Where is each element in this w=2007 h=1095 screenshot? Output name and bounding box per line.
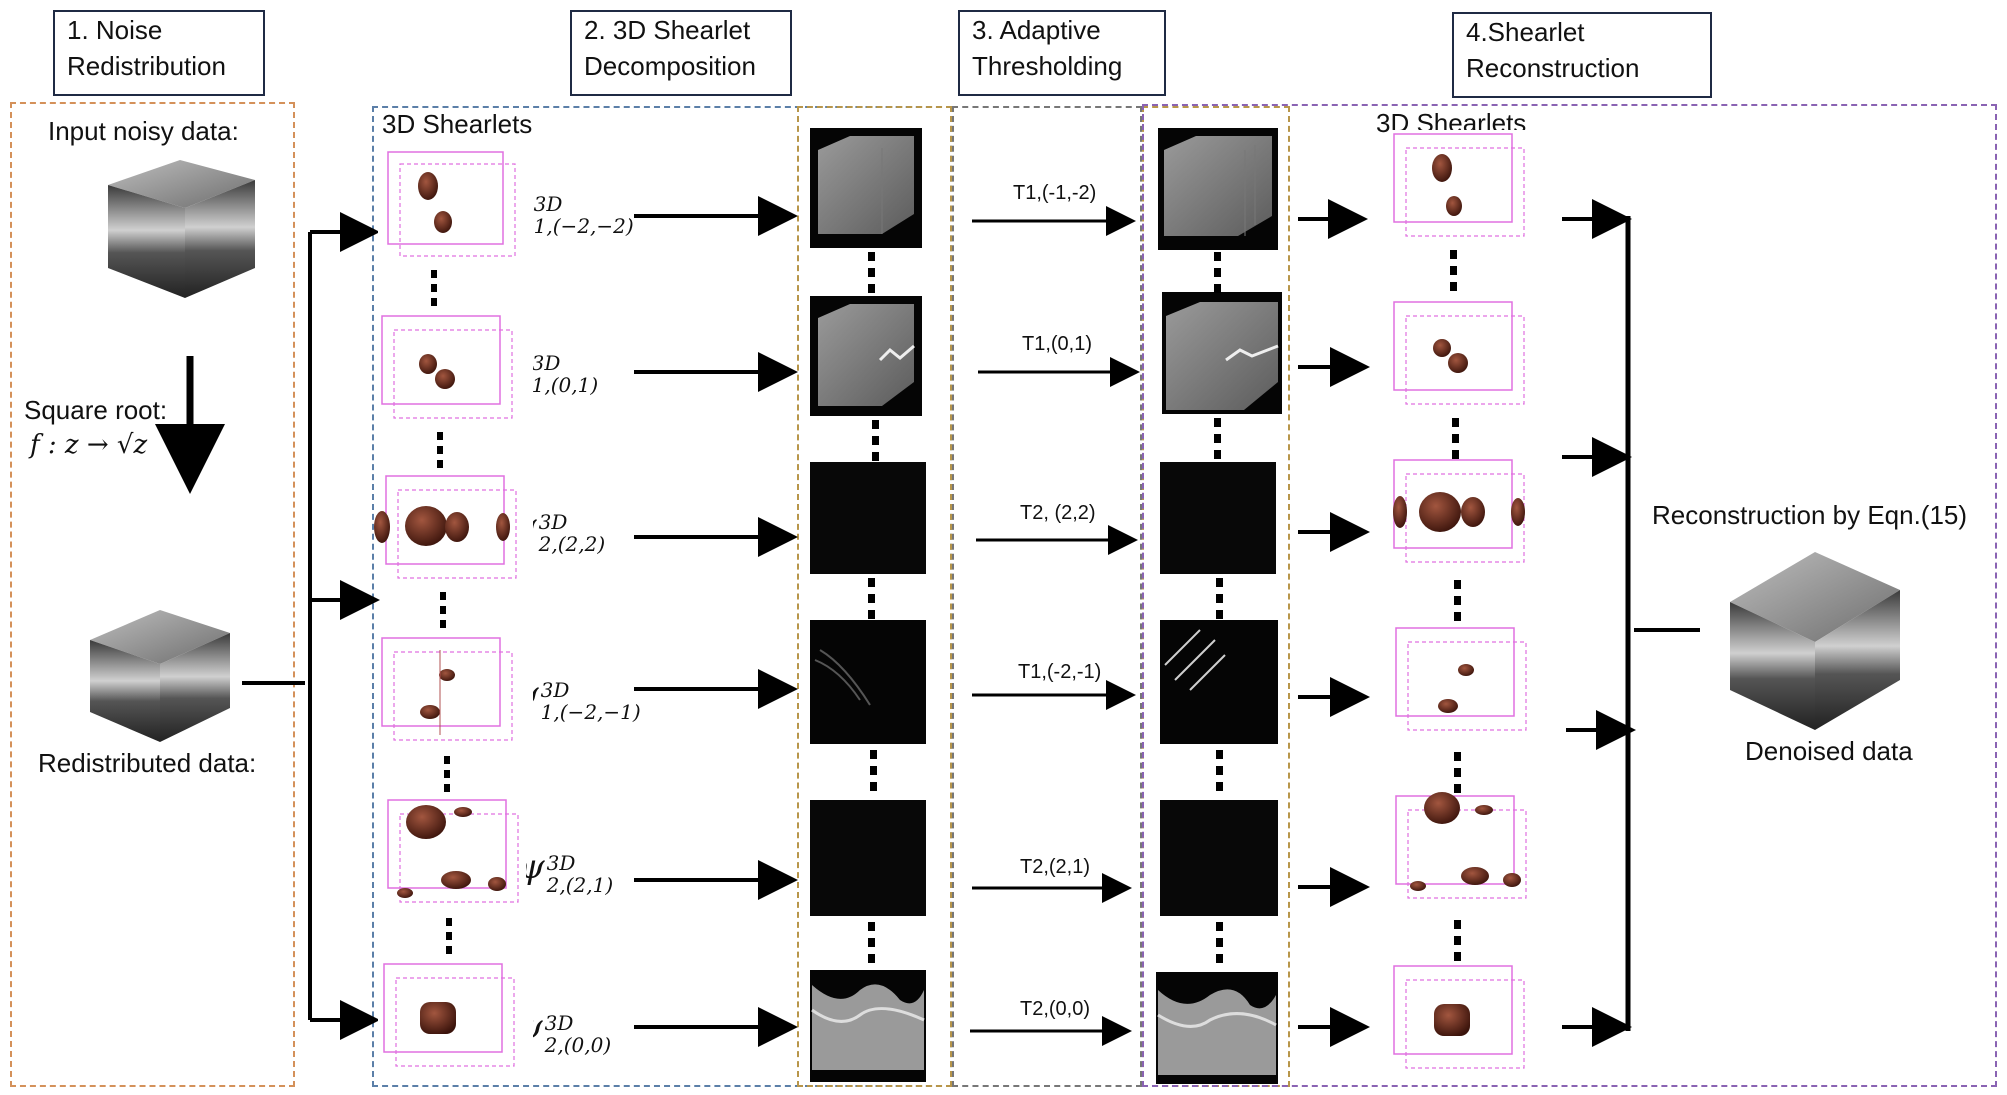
thresholded-image-4: [1160, 620, 1278, 744]
shearlet-box-left-5: [384, 794, 526, 912]
thresholded-image-5: [1160, 800, 1278, 916]
thresholding-arrows: [970, 206, 1140, 1046]
thresholded-dots: [1214, 252, 1223, 963]
thresholded-image-3: [1160, 462, 1276, 574]
threshold-label-5: T2,(2,1): [1020, 856, 1091, 878]
shearlet-box-right-5: [1392, 790, 1542, 910]
shearlet-box-left-6: [378, 960, 533, 1078]
redistributed-cube: [90, 610, 230, 742]
shearlet-box-left-2: [378, 312, 533, 430]
stage-shearlet-reconstruction: 4.Shearlet Reconstruction: [1452, 12, 1712, 98]
reconstruction-arrows: [1298, 199, 1370, 1047]
noise-section-box: [10, 102, 295, 1087]
square-root-label: Square root:: [24, 395, 168, 425]
thresholded-image-1: [1158, 128, 1278, 250]
threshold-label-2: T1,(0,1): [1022, 333, 1093, 355]
threshold-label-3: T2, (2,2): [1020, 502, 1096, 524]
merge-arrows: [1562, 199, 1700, 1047]
stage-shearlet-decomposition: 2. 3D Shearlet Decomposition: [570, 10, 792, 96]
sqrt-formula: f : z → √z: [30, 430, 148, 460]
decomposition-arrows: [634, 196, 798, 1047]
coefficient-image-6: [810, 970, 926, 1082]
thresholding-section-box: [952, 106, 1142, 1087]
coefficient-image-3: [810, 462, 926, 574]
denoised-data-label: Denoised data: [1745, 736, 1913, 766]
shearlet-box-right-4: [1392, 624, 1542, 748]
redistributed-data-label: Redistributed data:: [38, 748, 257, 778]
shearlet-box-left-1: [378, 148, 533, 266]
stage-adaptive-thresholding: 3. Adaptive Thresholding: [958, 10, 1166, 96]
shearlet-box-right-6: [1390, 962, 1540, 1080]
shearlets-left-title: 3D Shearlets: [382, 109, 533, 139]
shearlet-box-left-4: [378, 634, 533, 752]
threshold-label-1: T1,(-1,-2): [1013, 182, 1097, 204]
left-shearlet-dots: [431, 270, 452, 954]
shearlet-box-left-3: [374, 470, 533, 588]
input-noisy-cube: [108, 160, 255, 298]
input-noisy-data-label: Input noisy data:: [48, 116, 239, 146]
reconstruction-section-box: [1142, 104, 1997, 1087]
thresholded-image-2: [1162, 292, 1282, 414]
coefficient-image-5: [810, 800, 926, 916]
threshold-label-4: T1,(-2,-1): [1018, 661, 1102, 683]
shearlet-box-right-3: [1390, 454, 1550, 576]
reconstruction-eqn-label: Reconstruction by Eqn.(15): [1652, 500, 1968, 530]
denoised-cube: [1730, 552, 1900, 730]
coefficient-image-2: [810, 296, 922, 416]
coefficient-image-1: [810, 128, 922, 248]
right-shearlet-dots: [1450, 250, 1461, 961]
thresholded-image-6: [1156, 972, 1278, 1084]
stage-noise-redistribution: 1. Noise Redistribution: [53, 10, 265, 96]
shearlet-box-right-2: [1390, 298, 1540, 416]
coefficient-dots: [868, 252, 879, 963]
shearlet-box-right-1: [1390, 130, 1540, 248]
threshold-label-6: T2,(0,0): [1020, 998, 1091, 1020]
coefficient-column-box: [797, 106, 952, 1087]
coefficient-image-4: [810, 620, 926, 744]
